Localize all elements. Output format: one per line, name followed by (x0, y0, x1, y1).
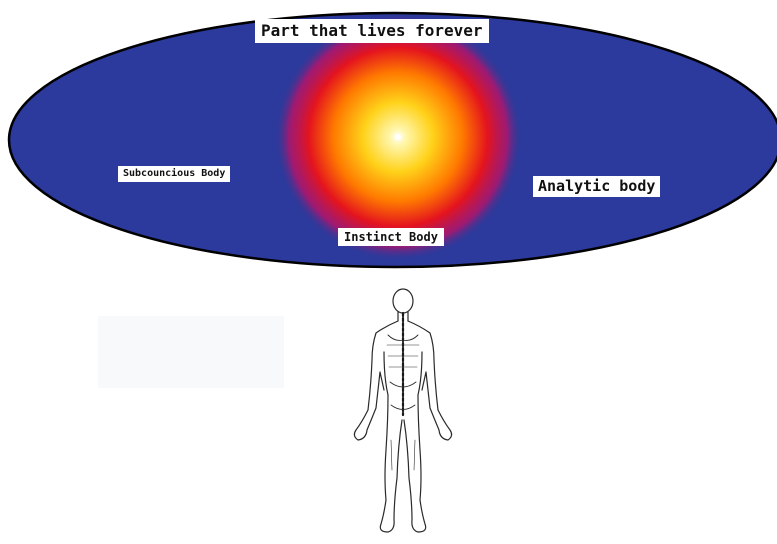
label-part-lives-forever: Part that lives forever (255, 19, 489, 43)
label-instinct-body: Instinct Body (338, 228, 444, 246)
label-subconscious-body: Subcouncious Body (118, 166, 230, 182)
label-analytic-body: Analytic body (533, 176, 660, 197)
faint-empty-box (98, 316, 284, 388)
core-point (395, 134, 401, 140)
human-anatomy-figure-icon (354, 289, 451, 532)
